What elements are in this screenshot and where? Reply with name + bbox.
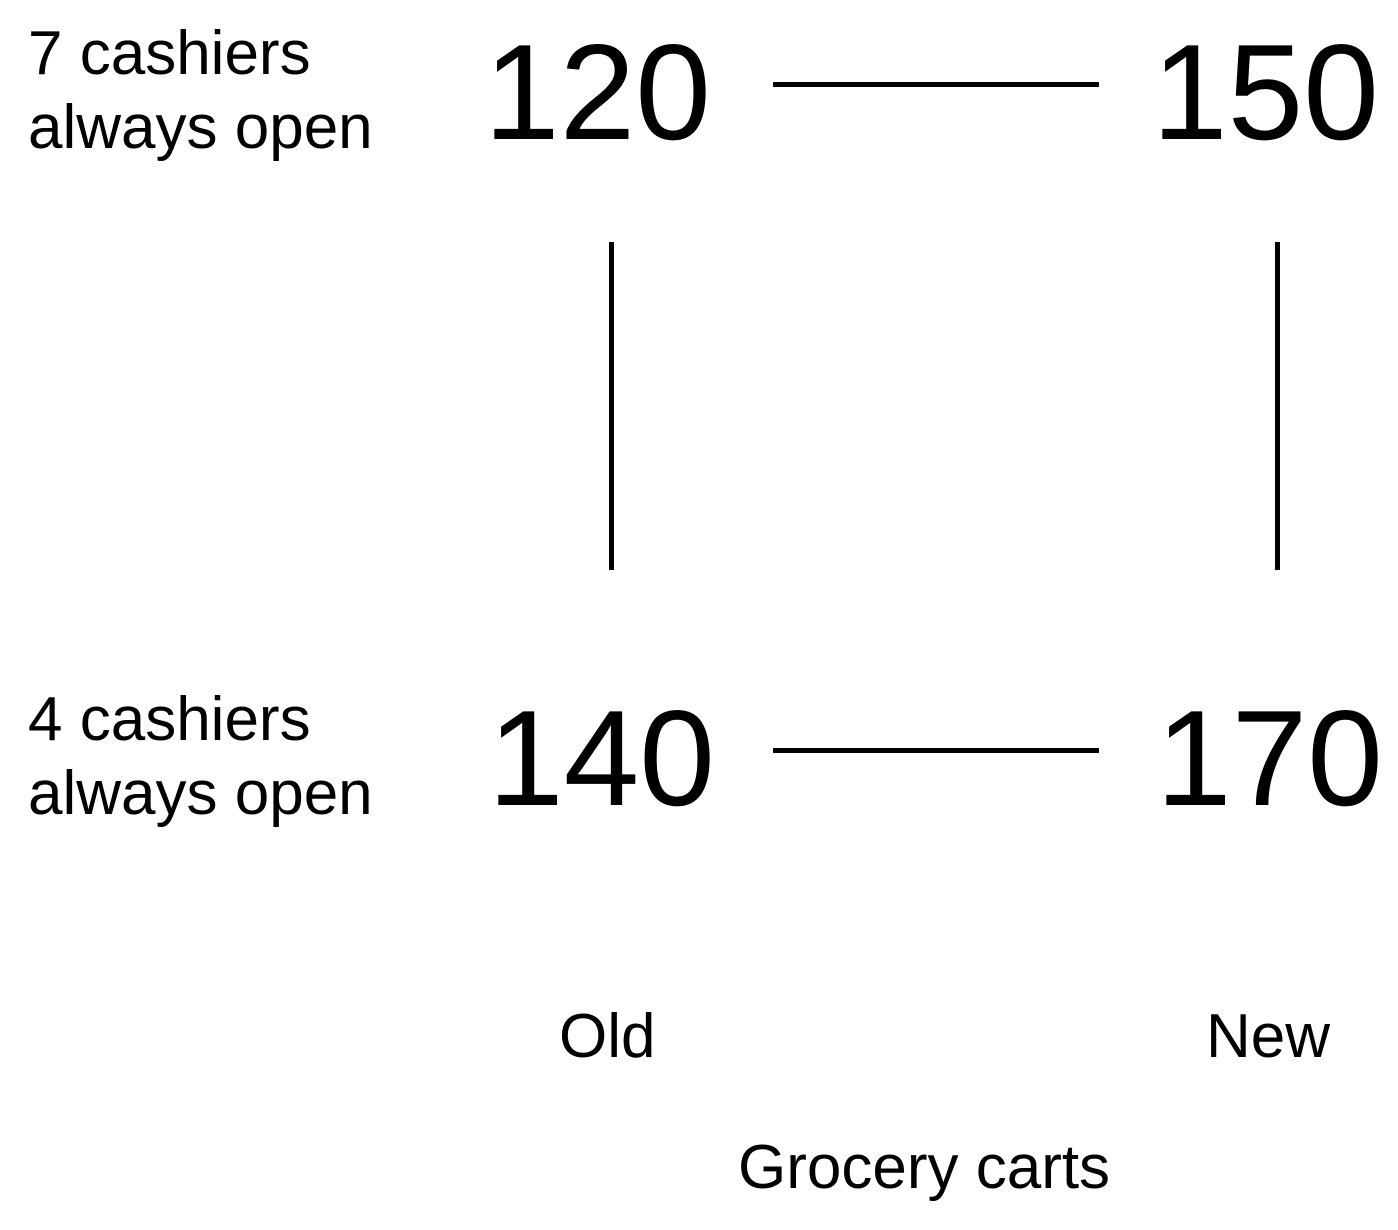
connector-line-bottom (773, 748, 1099, 753)
cell-value-4-cashiers-old: 140 (488, 682, 715, 834)
connector-line-top (773, 82, 1099, 87)
cell-value-7-cashiers-new: 150 (1152, 16, 1379, 168)
column-axis-title: Grocery carts (738, 1133, 1111, 1202)
column-label-old: Old (559, 1002, 656, 1071)
connector-line-right (1275, 242, 1280, 570)
row-label-line2: always open (28, 93, 373, 162)
cell-value-4-cashiers-new: 170 (1156, 682, 1383, 834)
connector-line-left (609, 242, 614, 570)
row-label-line2: always open (28, 759, 373, 828)
row-label-7-cashiers: 7 cashiers always open (28, 17, 373, 165)
row-label-4-cashiers: 4 cashiers always open (28, 683, 373, 831)
row-label-line1: 4 cashiers (28, 685, 311, 754)
row-label-line1: 7 cashiers (28, 19, 311, 88)
column-label-new: New (1206, 1002, 1331, 1071)
cell-value-7-cashiers-old: 120 (484, 16, 711, 168)
